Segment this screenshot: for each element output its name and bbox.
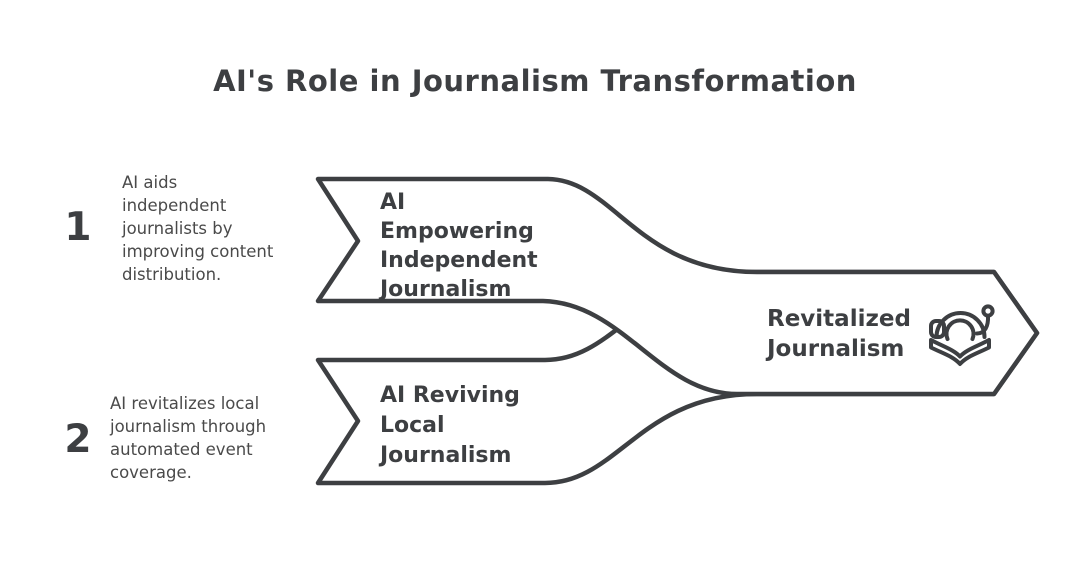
step-1-description: AI aids independent journalists by impro… <box>122 173 274 284</box>
flow-label-1: AI Empowering Independent Journalism <box>380 190 538 302</box>
robot-reading-open-book-icon <box>929 304 995 366</box>
headphone-left-cup-icon <box>929 319 946 339</box>
step-2-description: AI revitalizes local journalism through … <box>110 394 267 482</box>
antenna-ball-icon <box>981 304 995 318</box>
flow-label-2: AI Reviving Local Journalism <box>380 383 520 468</box>
flow-band-top <box>315 176 1040 397</box>
headphone-band-icon <box>934 311 987 339</box>
robot-head-icon <box>944 318 976 341</box>
open-book-icon <box>929 338 991 366</box>
page-title: AI's Role in Journalism Transformation <box>213 64 857 98</box>
result-label: Revitalized Journalism <box>767 306 911 362</box>
step-1-number: 1 <box>64 205 92 250</box>
step-2-number: 2 <box>64 417 92 462</box>
antenna-stem-icon <box>975 314 991 336</box>
